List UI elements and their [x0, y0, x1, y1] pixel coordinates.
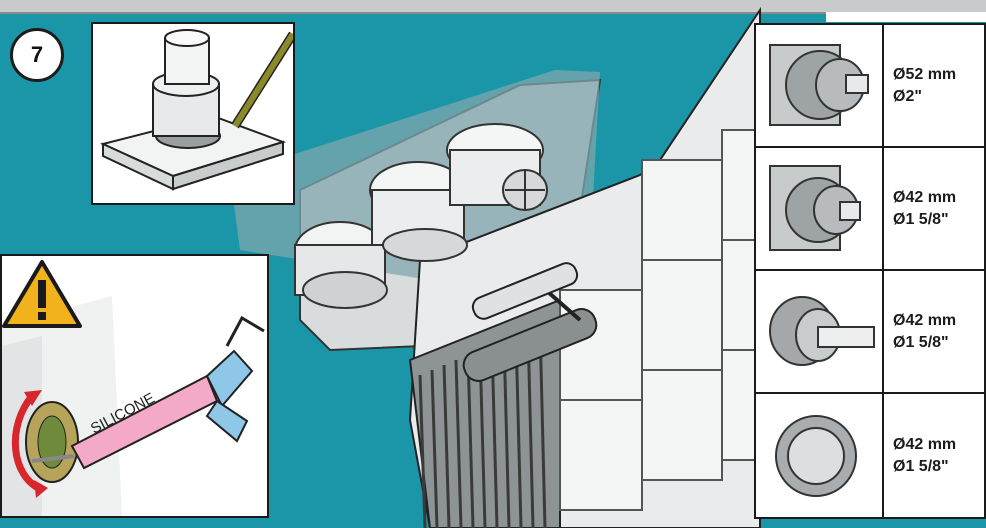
step-number-badge: 7 [10, 28, 64, 82]
wall-box-size-table: Ø52 mm Ø2" Ø42 mm Ø1 5/8" [754, 23, 986, 519]
size-metric: Ø42 mm [893, 188, 957, 206]
wall-box-52-image [756, 25, 884, 146]
size-row: Ø42 mm Ø1 5/8" [756, 271, 984, 394]
size-row: Ø42 mm Ø1 5/8" [756, 148, 984, 271]
size-metric: Ø42 mm [893, 435, 957, 453]
size-imperial: Ø2" [893, 87, 922, 105]
size-row: Ø42 mm Ø1 5/8" [756, 394, 984, 517]
marking-illustration [100, 29, 293, 191]
size-imperial: Ø1 5/8" [893, 210, 949, 228]
marking-inset [91, 22, 295, 205]
silicone-inset: SILICONE [0, 254, 269, 518]
size-metric: Ø42 mm [893, 311, 957, 329]
trowel [462, 262, 598, 382]
silicone-gun: SILICONE [31, 315, 265, 470]
size-label: Ø42 mm Ø1 5/8" [893, 148, 956, 269]
pencil-icon [231, 31, 293, 129]
size-metric: Ø52 mm [893, 65, 957, 83]
size-label: Ø52 mm Ø2" [893, 25, 956, 146]
size-label: Ø42 mm Ø1 5/8" [893, 271, 956, 392]
size-label: Ø42 mm Ø1 5/8" [893, 394, 956, 517]
rotate-arrows-icon [11, 390, 48, 498]
wall-box-42-ring-image [756, 394, 884, 517]
warning-triangle-icon [2, 260, 82, 328]
silicone-illustration: SILICONE [2, 260, 265, 516]
wall-box-42-image [756, 148, 884, 269]
size-row: Ø52 mm Ø2" [756, 25, 984, 148]
wall-box-cylinders [294, 123, 548, 309]
top-band [0, 0, 986, 14]
wall-box-42-sleeve-image [756, 271, 884, 392]
size-imperial: Ø1 5/8" [893, 457, 949, 475]
step-number: 7 [30, 42, 44, 67]
size-imperial: Ø1 5/8" [893, 333, 949, 351]
